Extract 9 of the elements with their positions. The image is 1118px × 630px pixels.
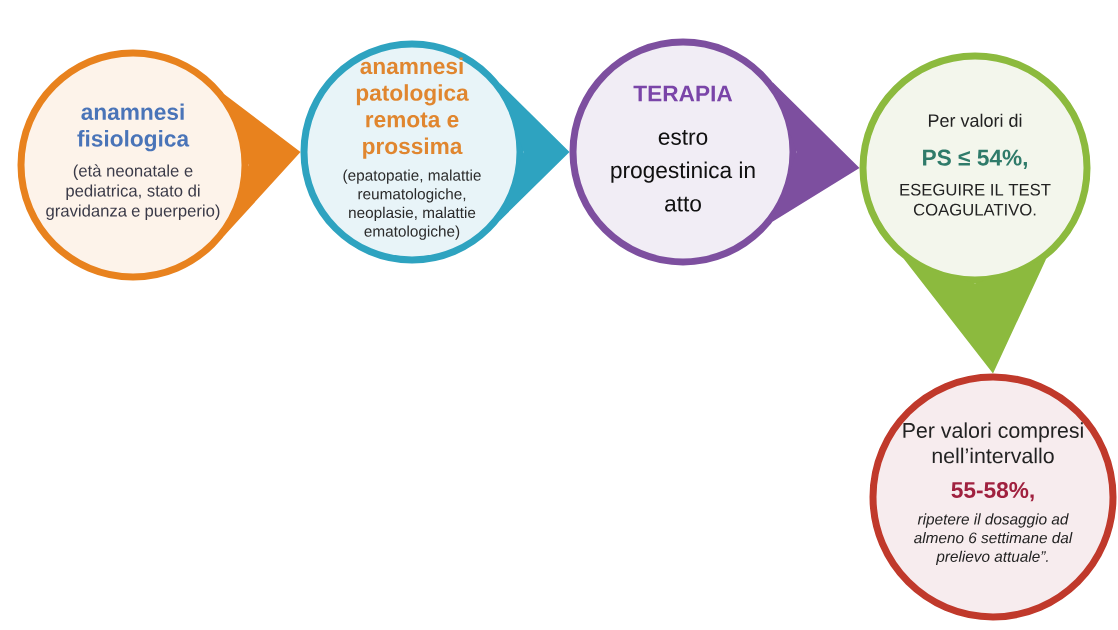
circle-node: TERAPIA estro progestinica in atto: [569, 38, 797, 266]
pointer-arrow: [224, 93, 301, 237]
circle-node: Per valori compresi nell’intervallo 55-58%, ripetere il dosaggio ad almeno 6 settimane dal prelievo attuale”.: [869, 373, 1117, 621]
circle-node: anamnesi patologica remota e prossima (epatopatie, malattie reumatologiche, neoplasie, malattie ematologiche): [300, 40, 524, 264]
pointer-arrow: [903, 259, 1047, 374]
pointer-arrow: [499, 83, 570, 221]
pointer-arrow: [772, 82, 860, 222]
circle-node: Per valori di PS ≤ 54%, ESEGUIRE IL TEST COAGULATIVO.: [859, 52, 1091, 284]
circle-node: anamnesi fisiologica (età neonatale e pediatrica, stato di gravidanza e puerperio): [17, 49, 249, 281]
